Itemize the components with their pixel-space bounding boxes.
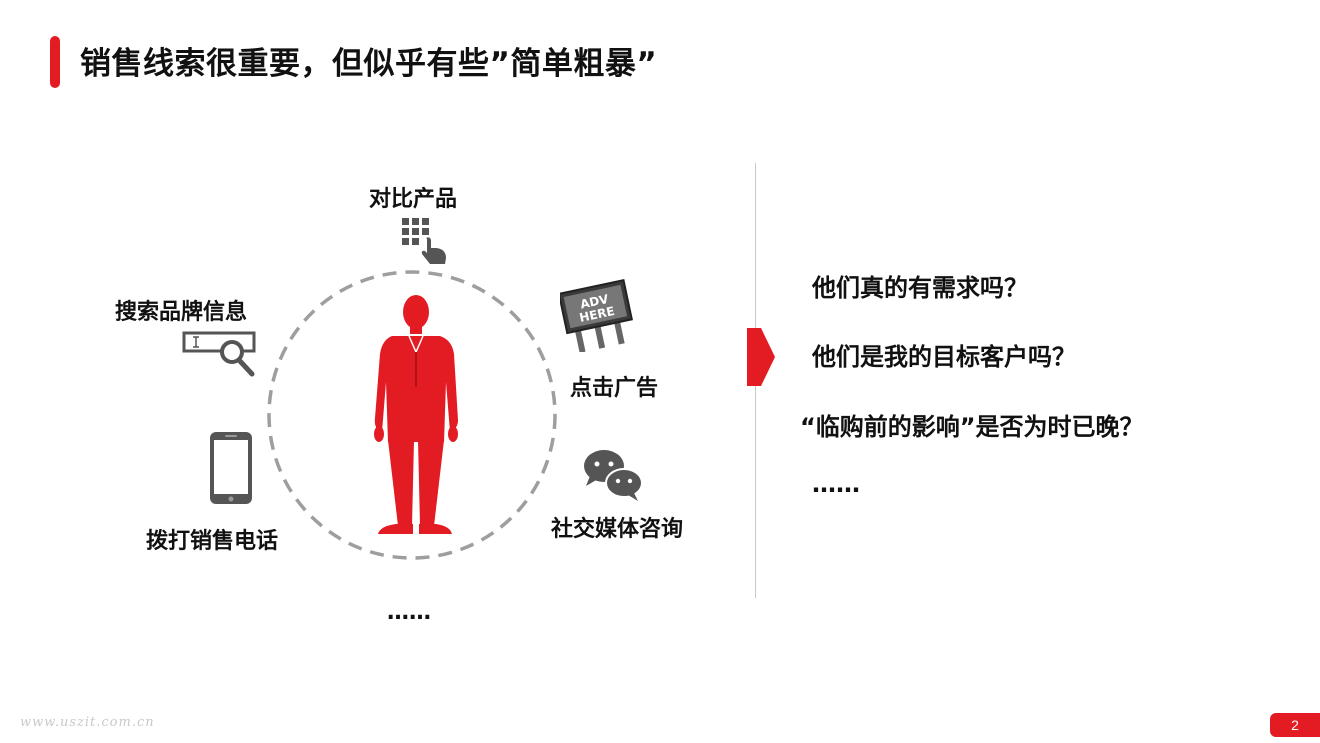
question-1: 他们真的有需求吗？: [812, 268, 1028, 303]
question-ellipsis: ……: [812, 470, 860, 498]
call-sales-label: 拨打销售电话: [146, 523, 278, 555]
question-3: “临购前的影响”是否为时已晚？: [800, 407, 1144, 442]
page-number-badge: 2: [1270, 713, 1320, 737]
question-2: 他们是我的目标客户吗？: [812, 337, 1076, 372]
ad-billboard-icon: ADV HERE: [560, 276, 638, 352]
businessman-icon: [366, 292, 462, 540]
search-brand-label: 搜索品牌信息: [115, 294, 247, 326]
footer-url: www.uszit.com.cn: [20, 715, 155, 730]
smartphone-icon: [208, 430, 254, 506]
title-accent-bar: [50, 36, 60, 88]
social-consult-label: 社交媒体咨询: [551, 511, 683, 543]
click-ads-label: 点击广告: [570, 370, 658, 402]
left-ellipsis: ……: [387, 600, 431, 625]
compare-products-label: 对比产品: [369, 181, 457, 213]
wechat-icon: [582, 448, 644, 502]
keypad-touch-icon: [400, 216, 448, 266]
page-title: 销售线索很重要，但似乎有些”简单粗暴”: [80, 38, 657, 83]
search-box-icon: [182, 330, 258, 378]
chevron-right-icon: [747, 328, 775, 386]
